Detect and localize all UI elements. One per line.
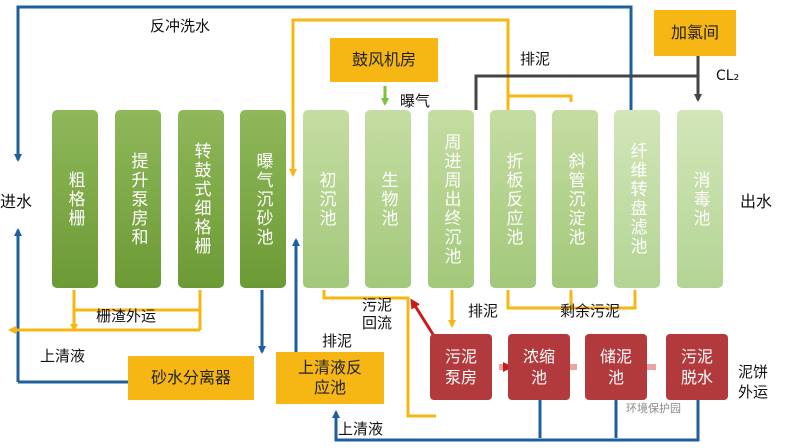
yellow-recycle-line: [289, 18, 510, 177]
backwash-label: 反冲洗水: [150, 17, 211, 35]
chlorine-room-box: 加氯间: [654, 10, 736, 56]
sludge-mid-label: 排泥: [322, 332, 353, 350]
outflow-label: 出水: [740, 192, 773, 211]
sludge-right-label: 排泥: [468, 302, 499, 320]
sludge-return-arrow: [410, 298, 436, 337]
blower-room-box: 鼓风机房: [330, 38, 438, 82]
aeration-label: 曝气: [400, 92, 431, 110]
supernatant-bottom-line: [332, 400, 700, 442]
cl2-feed-line: [474, 74, 702, 110]
stage-grit-chamber: 曝气沉砂池: [240, 110, 286, 288]
dewatering-box: 污泥脱水: [666, 334, 728, 400]
stage-disinfection: 消毒池: [677, 110, 723, 288]
primary-sludge-line: [322, 290, 436, 418]
supernatant-tank-box: 上清液反 应池: [276, 352, 384, 404]
supernatant-left-label: 上清液: [40, 347, 86, 365]
stage-primary-clarifier: 初沉池: [303, 110, 349, 288]
inflow-label: 进水: [0, 192, 33, 211]
supernatant-bottom-label: 上清液: [338, 420, 384, 438]
sludge-storage-box: 储泥池: [585, 334, 647, 400]
stage-final-clarifier: 周进周出终沉池: [428, 110, 474, 288]
sludge-pump-box: 污泥泵房: [430, 334, 492, 400]
stage-coarse-screen: 粗格栅: [52, 110, 98, 288]
cake-out-label: 泥饼 外运: [738, 363, 769, 401]
stage-baffled-reactor: 折板反应池: [490, 110, 536, 288]
stage-lift-pump: 提升泵房和: [115, 110, 161, 288]
thickener-box: 浓缩池: [508, 334, 570, 400]
stage-disc-filter: 纤维转盘滤池: [614, 110, 660, 288]
excess-sludge-label: 剩余污泥: [560, 302, 621, 320]
sludge-top-label: 排泥: [520, 50, 551, 68]
cl2-label: CL₂: [716, 68, 740, 84]
backwash-line: [14, 5, 633, 162]
stage-bio-tank: 生物池: [365, 110, 411, 288]
stage-fine-screen: 转鼓式细格栅: [178, 110, 224, 288]
watermark: 环境保护园: [626, 402, 681, 415]
stage-inclined-settler: 斜管沉淀池: [552, 110, 598, 288]
screenings-out-label: 栅渣外运: [96, 307, 157, 325]
grit-separator-box: 砂水分离器: [128, 356, 254, 400]
yellow-inclined-return: [508, 94, 573, 102]
sludge-return-label: 污泥 回流: [362, 296, 393, 332]
